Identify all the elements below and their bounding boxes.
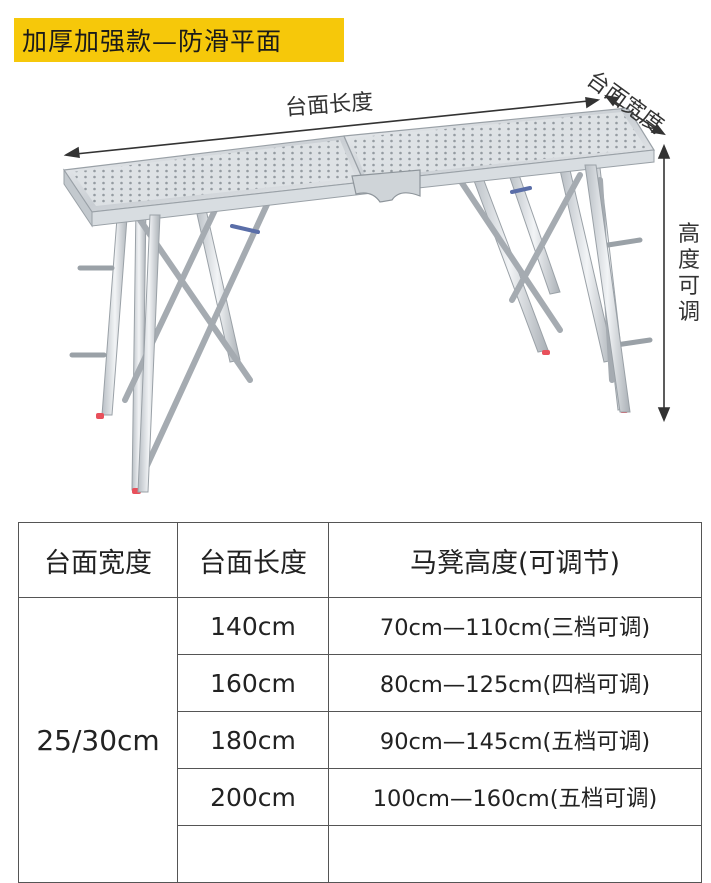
front-legs	[137, 164, 631, 493]
bench-legs	[101, 167, 629, 491]
step-pegs	[69, 237, 653, 358]
table-row	[19, 825, 702, 883]
height-range-cell: 70cm—110cm(三档可调)	[328, 597, 702, 655]
table-row: 180cm 90cm—145cm(五档可调)	[19, 711, 702, 769]
table-row: 25/30cm 140cm 70cm—110cm(三档可调)	[18, 597, 702, 883]
length-dimension-label: 台面长度	[284, 89, 374, 121]
length-cell: 200cm	[177, 768, 329, 826]
bench-platform	[62, 107, 656, 228]
rubber-feet	[96, 350, 628, 494]
length-cell: 160cm	[177, 654, 329, 712]
width-dimension-arrow	[604, 94, 666, 136]
table-row: 200cm 100cm—160cm(五档可调)	[19, 768, 702, 826]
header-height: 马凳高度(可调节)	[328, 522, 702, 598]
header-length: 台面长度	[177, 522, 329, 598]
length-cell	[177, 825, 329, 883]
spec-table-header-row: 台面宽度 台面长度 马凳高度(可调节)	[18, 522, 702, 598]
folding-scaffold-bench-image	[62, 94, 671, 494]
height-range-cell	[328, 825, 702, 883]
height-dimension-label: 高度可调	[677, 222, 700, 325]
width-value-cell: 25/30cm	[18, 597, 178, 883]
lock-handles	[230, 186, 532, 234]
height-dimension-arrow	[657, 143, 671, 423]
length-cell: 180cm	[177, 711, 329, 769]
spec-table: 台面宽度 台面长度 马凳高度(可调节) 25/30cm 140cm 70cm—1…	[18, 522, 702, 883]
product-title-text: 加厚加强款—防滑平面	[22, 27, 283, 56]
table-row: 160cm 80cm—125cm(四档可调)	[19, 654, 702, 712]
product-title-badge: 加厚加强款—防滑平面	[14, 18, 344, 62]
height-range-cell: 100cm—160cm(五档可调)	[328, 768, 702, 826]
length-cell: 140cm	[177, 597, 329, 655]
header-width: 台面宽度	[18, 522, 178, 598]
height-range-cell: 90cm—145cm(五档可调)	[328, 711, 702, 769]
height-range-cell: 80cm—125cm(四档可调)	[328, 654, 702, 712]
length-dimension-arrow	[63, 97, 601, 158]
